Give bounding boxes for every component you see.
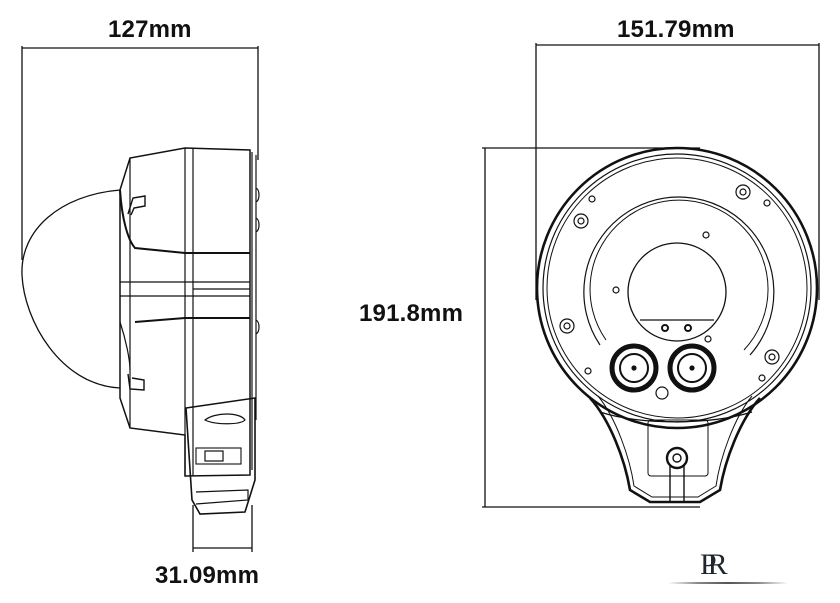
- logo-underline: [668, 582, 788, 584]
- mount-bracket: [185, 397, 256, 515]
- connector-ports: [609, 343, 717, 400]
- dimension-width-151: [535, 43, 820, 300]
- dimension-depth-31: [192, 505, 253, 552]
- label-depth-mount: 31.09mm: [155, 562, 260, 589]
- label-width-side: 127mm: [108, 16, 192, 43]
- brand-logo: PR: [700, 548, 728, 581]
- label-width-rear: 151.79mm: [617, 16, 735, 43]
- screw-holes: [559, 184, 780, 382]
- dome: [21, 189, 121, 389]
- label-height-rear: 191.8mm: [359, 300, 464, 327]
- housing-body: [119, 147, 251, 477]
- rear-view: [482, 43, 820, 508]
- side-view: [21, 46, 260, 552]
- mount-bracket-rear: [589, 397, 761, 504]
- dimension-width-127: [21, 46, 259, 260]
